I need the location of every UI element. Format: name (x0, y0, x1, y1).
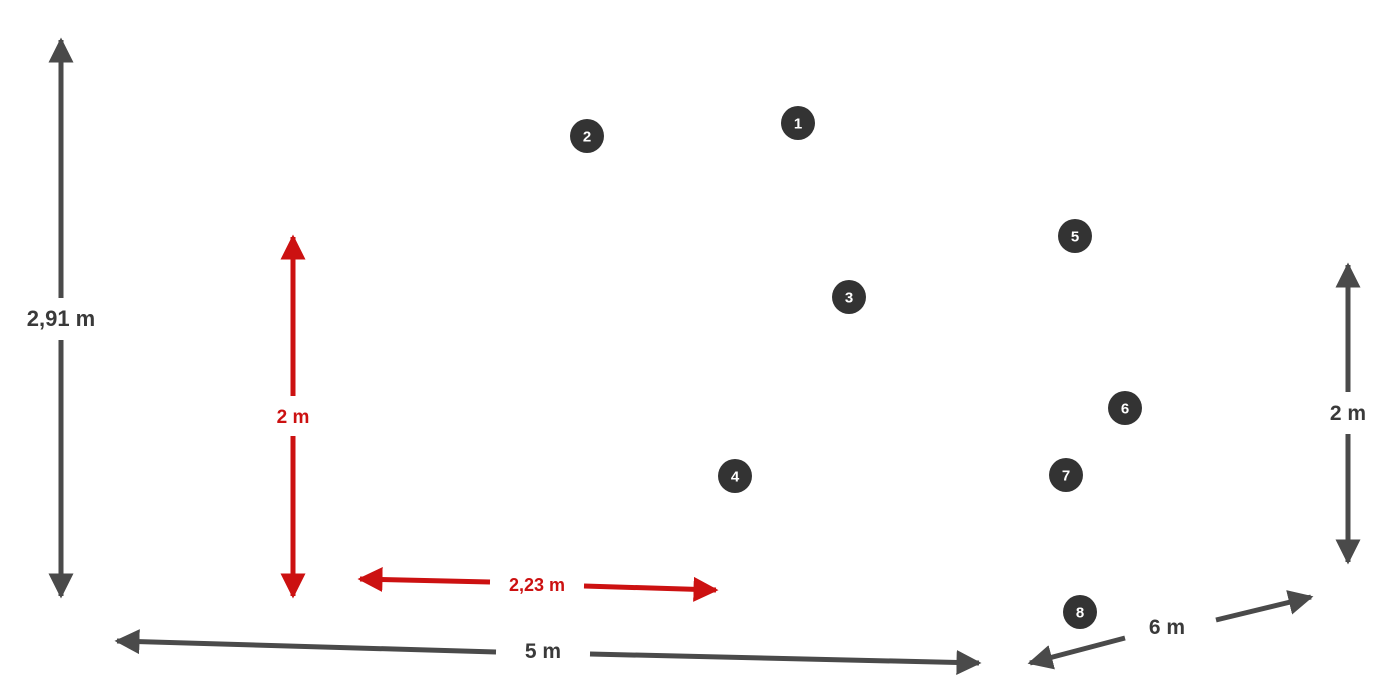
inner-width-dimension: 2,23 m (357, 567, 719, 602)
right-height-label: 2 m (1330, 402, 1366, 425)
total-height-label: 2,91 m (27, 306, 96, 331)
marker-4: 4 (718, 459, 752, 493)
marker-2-label: 2 (583, 129, 591, 146)
total-height-dimension: 2,91 m (27, 37, 96, 599)
total-width-dimension: 5 m (114, 629, 982, 675)
marker-4-label: 4 (731, 469, 740, 486)
marker-7-label: 7 (1062, 468, 1070, 485)
marker-6-label: 6 (1121, 401, 1129, 418)
marker-1: 1 (781, 106, 815, 140)
marker-8: 8 (1063, 595, 1097, 629)
depth-label: 6 m (1149, 616, 1185, 639)
marker-3: 3 (832, 280, 866, 314)
inner-width-arrow-right (583, 576, 719, 602)
marker-2: 2 (570, 119, 604, 153)
inner-width-label: 2,23 m (509, 575, 565, 595)
marker-6: 6 (1108, 391, 1142, 425)
marker-3-label: 3 (845, 290, 853, 307)
marker-7: 7 (1049, 458, 1083, 492)
marker-8-label: 8 (1076, 605, 1084, 622)
total-width-label: 5 m (525, 640, 561, 663)
right-height-dimension: 2 m (1330, 262, 1366, 565)
inner-height-label: 2 m (277, 407, 310, 428)
depth-dimension: 6 m (1027, 590, 1314, 670)
depth-arrow-left (1027, 635, 1126, 670)
total-width-arrow-right (589, 649, 982, 675)
total-width-arrow-left (114, 629, 497, 655)
inner-height-dimension: 2 m (277, 234, 310, 599)
inner-width-arrow-left (357, 567, 491, 593)
depth-arrow-right (1215, 590, 1314, 623)
marker-1-label: 1 (794, 116, 802, 133)
marker-5: 5 (1058, 219, 1092, 253)
marker-5-label: 5 (1071, 229, 1079, 246)
